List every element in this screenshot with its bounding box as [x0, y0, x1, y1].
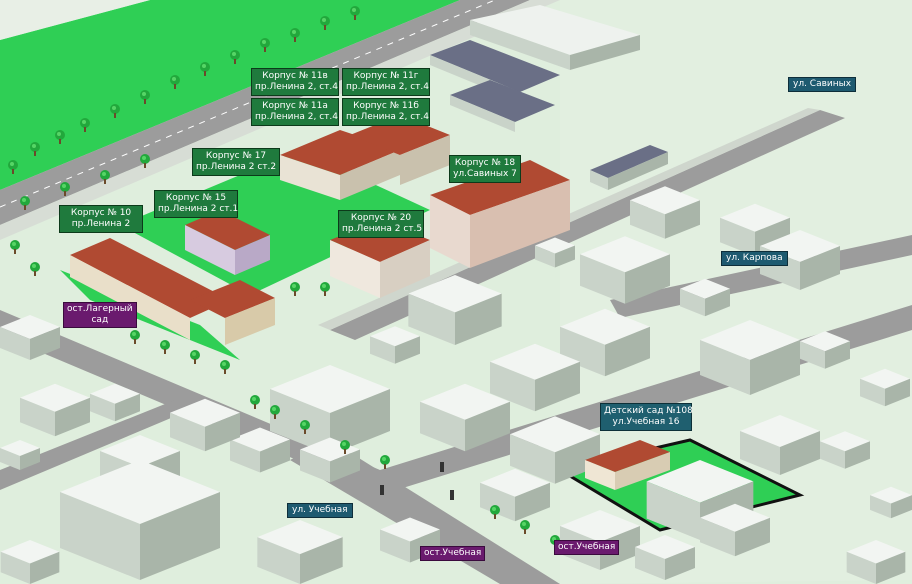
label-korpus-11g[interactable]: Корпус № 11г пр.Ленина 2, ст.4 — [342, 68, 430, 96]
label-title: Корпус № 11а — [262, 101, 328, 111]
label-korpus-17[interactable]: Корпус № 17 пр.Ленина 2 ст.2 — [192, 148, 280, 176]
label-address: пр.Ленина 2 ст.1 — [158, 204, 239, 214]
label-korpus-11b[interactable]: Корпус № 11б пр.Ленина 2, ст.4 — [342, 98, 430, 126]
bus-stop-uchebnaya-1[interactable]: ост.Учебная — [420, 546, 486, 561]
label-title: Корпус № 11в — [262, 71, 328, 81]
kindergarten-building — [585, 440, 670, 490]
label-korpus-15[interactable]: Корпус № 15 пр.Ленина 2 ст.1 — [154, 190, 238, 218]
stop-name-cont: сад — [91, 315, 109, 325]
label-korpus-18[interactable]: Корпус № 18 ул.Савиных 7 — [449, 155, 521, 183]
stop-name: ост.Лагерный — [67, 304, 133, 314]
label-title: Корпус № 17 — [205, 151, 267, 161]
label-korpus-11v[interactable]: Корпус № 11в пр.Ленина 2, ст.4 — [251, 68, 339, 96]
label-address: пр.Ленина 2 ст.2 — [196, 162, 277, 172]
label-address: пр.Ленина 2 — [71, 219, 131, 229]
industrial-buildings — [430, 5, 668, 190]
label-title: Корпус № 15 — [165, 193, 227, 203]
street-label-savinykh[interactable]: ул. Савиных — [788, 77, 857, 92]
label-address: пр.Ленина 2, ст.4 — [346, 82, 429, 92]
label-address: пр.Ленина 2, ст.4 — [255, 112, 338, 122]
label-address: ул.Савиных 7 — [453, 169, 517, 179]
label-title: Корпус № 11г — [353, 71, 419, 81]
traffic-lights — [380, 462, 454, 500]
label-address: пр.Ленина 2 ст.5 — [342, 224, 423, 234]
label-title: Корпус № 20 — [350, 213, 412, 223]
label-kindergarten-108[interactable]: Детский сад №108 ул.Учебная 16 — [600, 403, 693, 431]
label-korpus-10[interactable]: Корпус № 10 пр.Ленина 2 — [59, 205, 143, 233]
label-address: ул.Учебная 16 — [612, 417, 680, 427]
label-korpus-11a[interactable]: Корпус № 11а пр.Ленина 2, ст.4 — [251, 98, 339, 126]
lower-road — [0, 290, 912, 495]
campus-buildings — [70, 115, 570, 345]
bus-stop-uchebnaya-2[interactable]: ост.Учебная — [554, 540, 620, 555]
label-title: Корпус № 11б — [353, 101, 419, 111]
street-label-karpova[interactable]: ул. Карпова — [721, 251, 788, 266]
bus-stop-lagerny-sad[interactable]: ост.Лагерный сад — [63, 302, 137, 328]
uchebnaya-road — [290, 440, 560, 584]
label-title: Корпус № 18 — [454, 158, 516, 168]
label-address: пр.Ленина 2, ст.4 — [346, 112, 429, 122]
street-label-uchebnaya[interactable]: ул. Учебная — [287, 503, 353, 518]
label-title: Корпус № 10 — [70, 208, 132, 218]
label-title: Детский сад №108 — [604, 406, 693, 416]
label-korpus-20[interactable]: Корпус № 20 пр.Ленина 2 ст.5 — [338, 210, 424, 238]
label-address: пр.Ленина 2, ст.4 — [255, 82, 338, 92]
